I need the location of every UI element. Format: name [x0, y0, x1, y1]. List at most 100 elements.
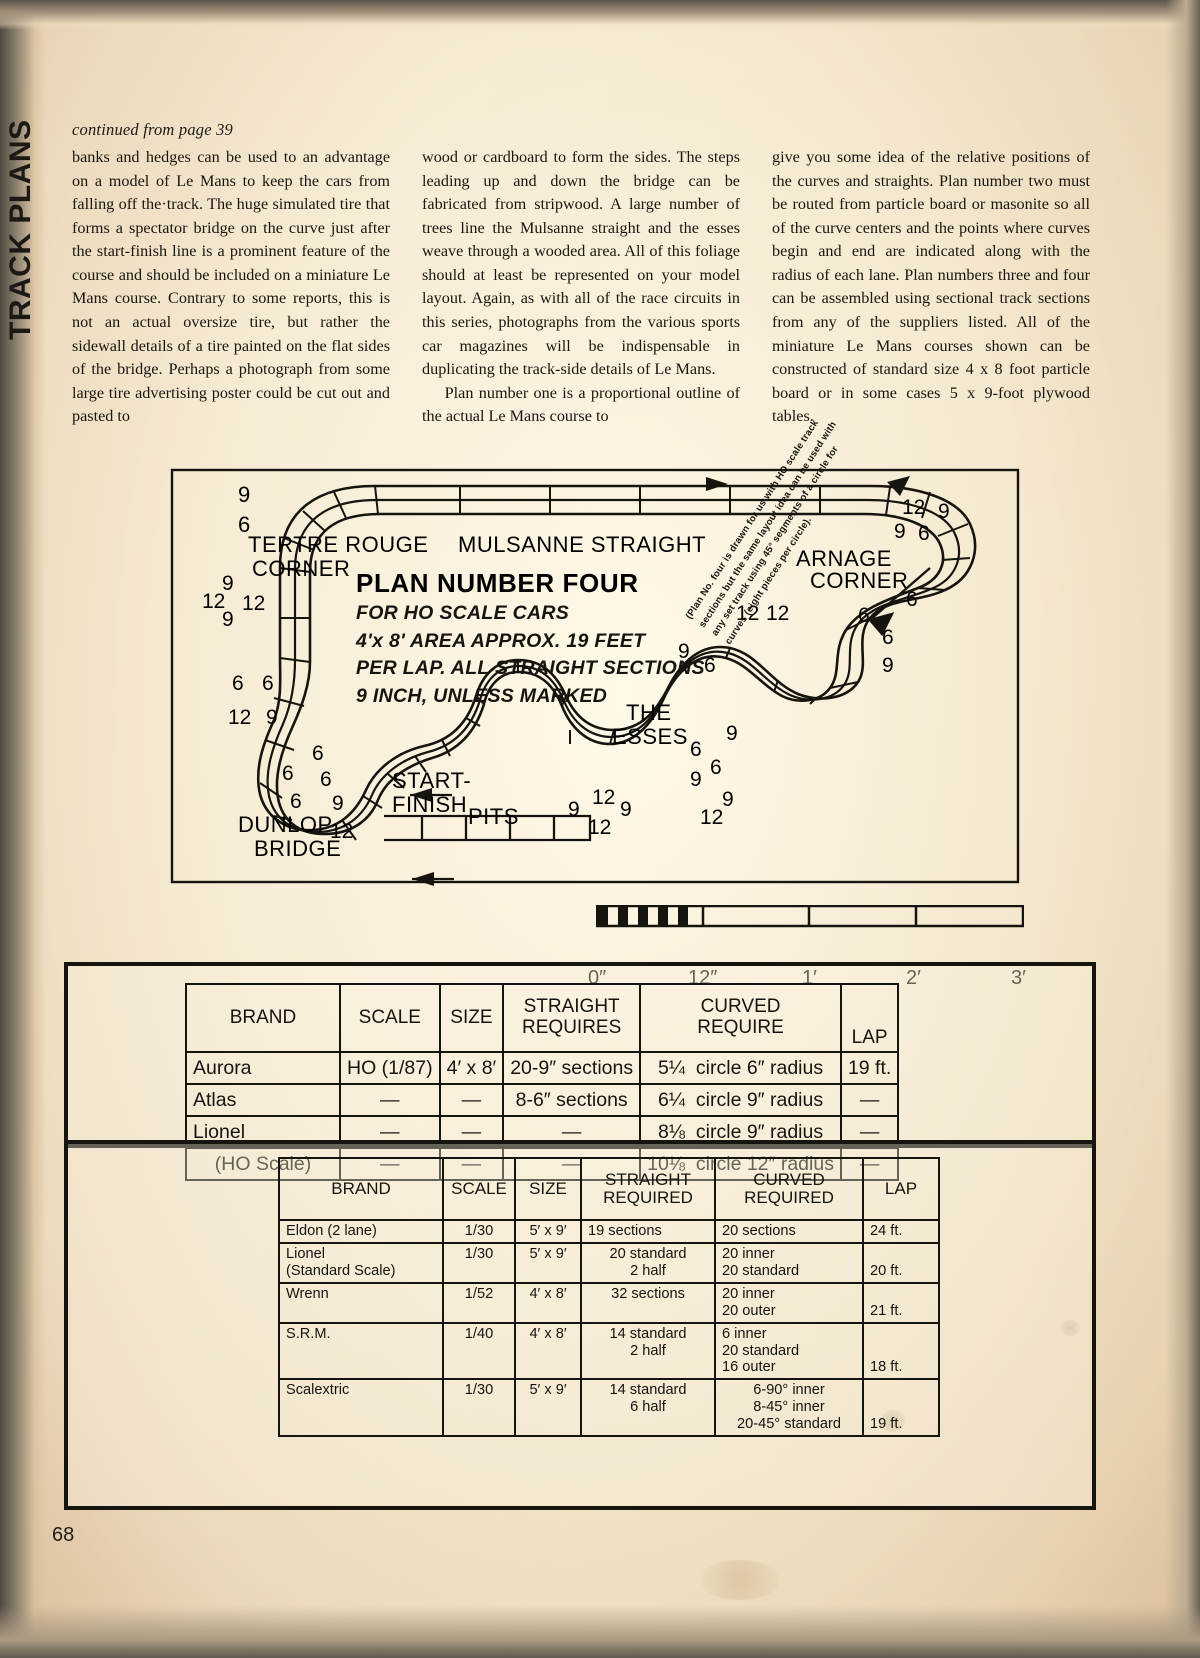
scale-tick-label: 2′ [906, 967, 921, 989]
cell-curved-number: 8 [657, 1120, 669, 1143]
paragraph: give you some idea of the relative posit… [772, 148, 1090, 426]
handwritten-line: 4'x 8' AREA APPROX. 19 FEET [356, 629, 646, 652]
cell-lap: 24 ft. [862, 1219, 940, 1244]
cell-size: — [438, 1083, 505, 1117]
cell-curved-text: circle 9″ radius [695, 1088, 824, 1111]
cell-scale: 1/30 [442, 1378, 516, 1438]
paragraph: Plan number one is a proportional outlin… [422, 383, 740, 426]
section-number: 9 [222, 572, 234, 595]
table-row: Atlas — — 8-6″ sections 6¼ circle 9″ rad… [185, 1083, 900, 1117]
section-number: 12 [592, 786, 616, 809]
article-column-3: give you some idea of the relative posit… [772, 146, 1090, 429]
page-number: 68 [52, 1524, 75, 1546]
plan-border [170, 468, 1020, 884]
col-header-curved-l2: REQUIRED [744, 1188, 834, 1207]
track-section-ticks [259, 485, 971, 841]
article-column-2: wood or cardboard to form the sides. The… [422, 146, 740, 429]
article-column-1: banks and hedges can be used to an advan… [72, 146, 390, 429]
scale-tick-label: 3′ [1011, 967, 1026, 989]
section-number: 9 [690, 768, 702, 791]
cell-size: 5′ x 9′ [514, 1378, 582, 1438]
col-header-straight: STRAIGHT REQUIRES [502, 983, 642, 1053]
col-header-straight: STRAIGHT REQUIRED [580, 1157, 716, 1221]
section-number: 6 [882, 626, 894, 649]
cell-brand: Atlas [185, 1083, 341, 1117]
handwritten-line: PER LAP. ALL STRAIGHT SECTIONS [356, 657, 705, 680]
section-number: 9 [266, 706, 278, 729]
section-number: 6 [312, 742, 324, 765]
label-dunlop-bridge: BRIDGE [254, 836, 342, 861]
cell-curved-text: circle 6″ radius [695, 1056, 824, 1079]
label-start: START- [392, 768, 472, 793]
table-large-body: Eldon (2 lane) 1/30 5′ x 9′ 19 sections … [278, 1219, 940, 1438]
section-number: 6 [710, 756, 722, 779]
cell-brand: Aurora [185, 1051, 341, 1085]
section-number: 6 [906, 588, 918, 611]
continued-from-line: continued from page 39 [72, 120, 233, 139]
cell-curved-number: 6 [657, 1088, 669, 1111]
col-header-straight-l2: REQUIRED [603, 1188, 693, 1207]
cell-straight: 20-9″ sections [502, 1051, 642, 1085]
cell-size: 4′ x 8′ [438, 1051, 505, 1085]
cell-curved-fraction: ¼ [668, 1088, 686, 1111]
track-outline [256, 484, 977, 836]
label-arnage: ARNAGE [796, 546, 892, 571]
label-arnage-corner: CORNER [810, 568, 909, 593]
section-number: 12 [902, 496, 926, 519]
cell-size: 5′ x 9′ [514, 1219, 582, 1244]
track-lane-divider [266, 498, 960, 834]
section-number: 12 [330, 820, 354, 843]
cell-straight: 8-6″ sections [502, 1083, 642, 1117]
col-header-curved: CURVED REQUIRE [639, 983, 842, 1053]
section-number: 9 [620, 798, 632, 821]
section-number: 6 [690, 738, 702, 761]
article-body: banks and hedges can be used to an advan… [72, 146, 1092, 429]
cell-curved-fraction: ⅛ [668, 1120, 686, 1143]
section-number: 9 [678, 640, 690, 663]
plan-title: PLAN NUMBER FOUR [356, 568, 639, 598]
cell-brand: S.R.M. [278, 1321, 444, 1381]
scale-bar: 0″ 12″ 1′ 2′ 3′ [588, 904, 1026, 989]
section-number: 12 [588, 816, 612, 839]
col-header-lap: LAP [839, 983, 900, 1053]
section-number: 9 [568, 798, 580, 821]
cell-brand: Scalextric [278, 1378, 444, 1438]
section-label: TRACK PLANS [4, 119, 37, 341]
cell-straight: 32 sections [580, 1281, 716, 1324]
section-number: 12 [202, 590, 226, 613]
cell-size: 4′ x 8′ [514, 1321, 582, 1381]
pits-straight [384, 814, 592, 842]
cell-scale: 1/30 [442, 1219, 516, 1244]
col-header-brand: BRAND [185, 983, 341, 1053]
label-mulsanne-straight: MULSANNE STRAIGHT [458, 532, 707, 557]
label-tertre-rouge-corner: CORNER [252, 556, 351, 581]
label-finish: FINISH [392, 792, 468, 817]
section-number: 9 [222, 608, 234, 631]
cell-scale: — [339, 1083, 441, 1117]
scan-edge-top [0, 0, 1200, 30]
label-the-esses-line1: THE [626, 700, 672, 725]
section-number: 6 [704, 654, 716, 677]
table-row: Aurora HO (1/87) 4′ x 8′ 20-9″ sections … [185, 1051, 900, 1085]
section-number: 9 [938, 500, 950, 523]
col-header-scale: SCALE [339, 983, 441, 1053]
table-row: Lionel(Standard Scale) 1/30 5′ x 9′ 20 s… [278, 1241, 940, 1284]
col-header-straight-l1: STRAIGHT [523, 996, 620, 1018]
section-number: 6 [262, 672, 274, 695]
cell-lap: 21 ft. [862, 1281, 940, 1324]
cell-scale: 1/30 [442, 1241, 516, 1284]
handwritten-line: FOR HO SCALE CARS [356, 602, 570, 624]
scale-bar-svg [595, 904, 1025, 928]
section-number: 12 [736, 602, 760, 625]
cell-lap: — [839, 1083, 900, 1117]
cell-curved-number: 5 [657, 1056, 669, 1079]
